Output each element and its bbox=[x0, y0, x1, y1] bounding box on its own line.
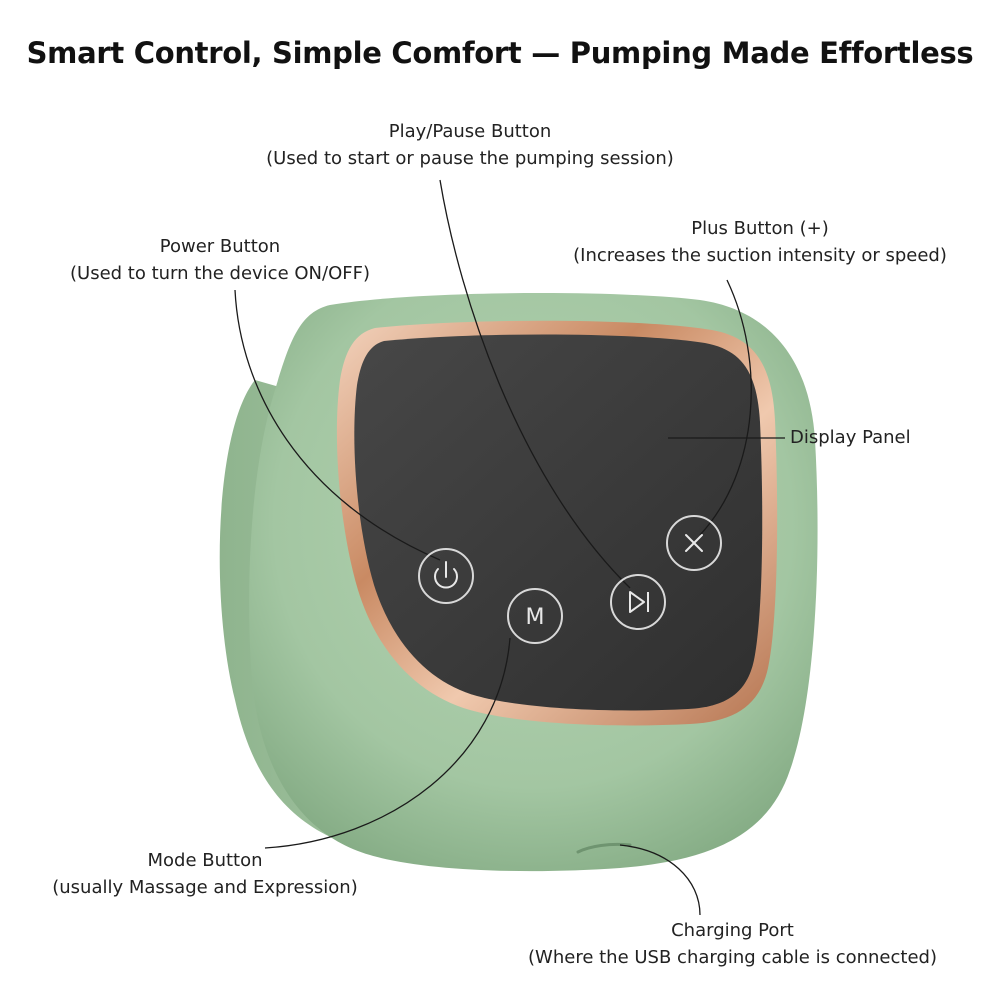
display-panel bbox=[354, 334, 763, 711]
play-pause-button[interactable] bbox=[610, 574, 666, 630]
label-charging-name: Charging Port bbox=[671, 920, 794, 941]
plus-button[interactable] bbox=[666, 515, 722, 571]
charging-port[interactable] bbox=[576, 842, 632, 854]
leader-power bbox=[234, 289, 441, 561]
label-mode-name: Mode Button bbox=[147, 850, 263, 871]
label-power-name: Power Button bbox=[159, 236, 281, 257]
leader-play-pause bbox=[439, 179, 631, 589]
label-display-name: Display Panel bbox=[790, 427, 911, 448]
leader-charging bbox=[619, 844, 701, 916]
label-plus: Plus Button (+) (Increases the suction i… bbox=[525, 215, 995, 269]
label-power-desc: (Used to turn the device ON/OFF) bbox=[70, 263, 370, 284]
label-play-pause-desc: (Used to start or pause the pumping sess… bbox=[266, 148, 674, 169]
label-charging-desc: (Where the USB charging cable is connect… bbox=[528, 947, 937, 968]
mode-button[interactable]: M bbox=[507, 588, 563, 644]
power-button[interactable] bbox=[418, 548, 474, 604]
power-icon bbox=[434, 561, 458, 589]
label-power: Power Button (Used to turn the device ON… bbox=[20, 233, 420, 287]
leader-mode bbox=[264, 637, 511, 849]
label-charging: Charging Port (Where the USB charging ca… bbox=[470, 917, 995, 971]
mode-icon: M bbox=[526, 605, 545, 630]
label-display: Display Panel bbox=[790, 424, 960, 451]
leader-plus bbox=[699, 279, 752, 536]
label-plus-name: Plus Button (+) bbox=[691, 218, 829, 239]
leader-lines bbox=[234, 179, 785, 916]
label-mode: Mode Button (usually Massage and Express… bbox=[15, 847, 395, 901]
play-pause-icon bbox=[629, 591, 649, 613]
label-play-pause-name: Play/Pause Button bbox=[388, 121, 552, 142]
plus-icon bbox=[685, 534, 703, 552]
label-play-pause: Play/Pause Button (Used to start or paus… bbox=[220, 118, 720, 172]
page-title: Smart Control, Simple Comfort — Pumping … bbox=[26, 36, 974, 70]
label-plus-desc: (Increases the suction intensity or spee… bbox=[573, 245, 947, 266]
label-mode-desc: (usually Massage and Expression) bbox=[52, 877, 358, 898]
